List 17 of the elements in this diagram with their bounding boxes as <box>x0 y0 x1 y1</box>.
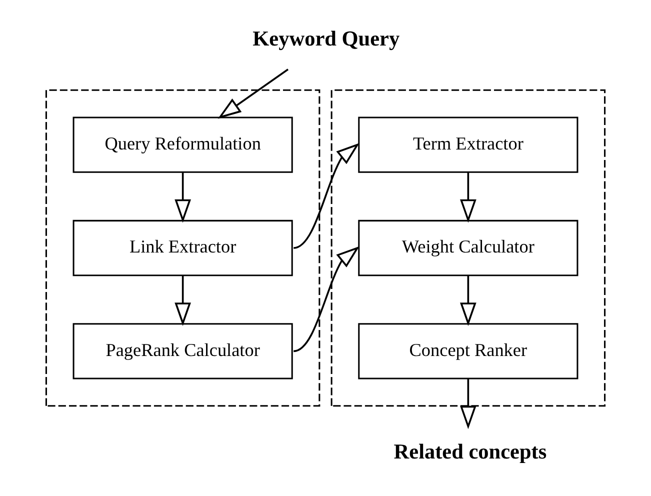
arrow <box>218 68 289 119</box>
arrow <box>460 276 476 326</box>
arrow <box>174 172 192 223</box>
node-box: Query Reformulation <box>72 116 293 173</box>
node-box: Link Extractor <box>72 220 293 276</box>
node-box: Term Extractor <box>358 116 578 173</box>
node-box: Weight Calculator <box>358 220 578 276</box>
node-text: Keyword Query <box>252 26 400 51</box>
arrow <box>293 143 360 249</box>
arrow <box>460 172 476 223</box>
cluster <box>45 89 320 407</box>
node-text: Related concepts <box>394 440 547 464</box>
node-box: PageRank Calculator <box>72 323 293 380</box>
arrow <box>174 276 192 326</box>
node-box: Concept Ranker <box>358 323 578 380</box>
arrow <box>460 379 476 430</box>
arrow <box>293 246 360 352</box>
